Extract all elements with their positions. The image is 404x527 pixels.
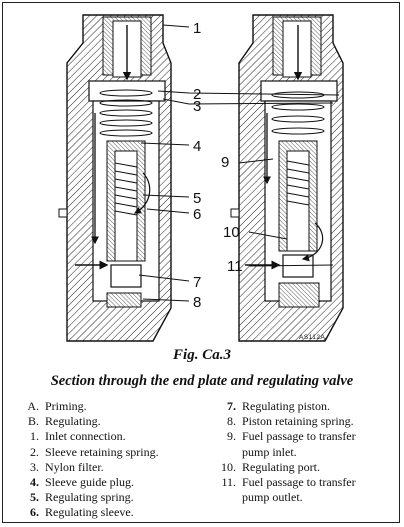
- callout-8: 8: [193, 294, 201, 311]
- callout-1: 1: [193, 20, 201, 37]
- legend-key: B.: [27, 414, 39, 429]
- legend-item-continuation: pump outlet.: [214, 490, 396, 505]
- legend-key: 1.: [30, 429, 39, 444]
- legend-text: Regulating spring.: [45, 490, 134, 505]
- legend-item: 3. Nylon filter.: [19, 460, 209, 475]
- legend-item: 5. Regulating spring.: [19, 490, 209, 505]
- legend-key: 6.: [30, 505, 39, 520]
- legend-text: Regulating piston.: [242, 399, 330, 413]
- legend-key: 4.: [30, 475, 39, 490]
- legend-item: 2. Sleeve retaining spring.: [19, 445, 209, 460]
- cross-section-diagram: 1 2 3 4 9 5 6 10 11 7 8 AS112A: [58, 14, 344, 342]
- legend-item: 1. Inlet connection.: [19, 429, 209, 444]
- callout-4: 4: [193, 138, 201, 155]
- legend-item: 4. Sleeve guide plug.: [19, 475, 209, 490]
- legend-item: A. Priming.: [19, 399, 209, 414]
- legend-text: Fuel passage to transfer: [242, 429, 356, 444]
- legend-key: 7.: [227, 399, 236, 413]
- drawing-code: AS112A: [299, 334, 326, 341]
- legend-item: 11. Fuel passage to transfer: [214, 475, 396, 490]
- legend-item: 10. Regulating port.: [214, 460, 396, 475]
- callout-9: 9: [221, 154, 229, 171]
- legend-left: A. Priming. B. Regulating. 1. Inlet connect…: [19, 399, 209, 521]
- callout-5: 5: [193, 190, 201, 207]
- legend-item: B. Regulating.: [19, 414, 209, 429]
- figure-frame: 1 2 3 4 9 5 6 10 11 7 8 AS112A Fig. Ca.3…: [2, 2, 400, 523]
- section-priming: [58, 14, 172, 342]
- legend-key: 8.: [227, 414, 236, 429]
- legend-text: Sleeve guide plug.: [45, 475, 134, 490]
- figure-number: Fig. Ca.3: [173, 347, 231, 363]
- legend-text: Priming.: [45, 399, 87, 413]
- legend-item: 6. Regulating sleeve.: [19, 505, 209, 520]
- legend-text: pump outlet.: [242, 490, 303, 505]
- callout-leaders: [138, 24, 340, 302]
- legend-key: 5.: [30, 490, 39, 505]
- legend-item-continuation: pump inlet.: [214, 445, 396, 460]
- legend-key: 10.: [221, 459, 236, 474]
- figure-caption: Section through the end plate and regula…: [50, 373, 354, 389]
- legend-text: Regulating port.: [242, 459, 320, 474]
- legend-item: 9. Fuel passage to transfer: [214, 429, 396, 444]
- legend-key: 9.: [227, 429, 236, 444]
- legend-item: 7. Regulating piston.: [214, 399, 396, 414]
- legend-text: Regulating.: [45, 414, 101, 429]
- legend-right: 7. Regulating piston. 8. Piston retaining …: [214, 399, 396, 505]
- legend-text: Fuel passage to transfer: [242, 475, 356, 490]
- callout-10: 10: [223, 224, 240, 241]
- legend-text: Sleeve retaining spring.: [45, 444, 159, 459]
- callout-6: 6: [193, 206, 201, 223]
- legend-text: pump inlet.: [242, 444, 297, 459]
- callout-3: 3: [193, 98, 201, 115]
- legend-text: Inlet connection.: [45, 429, 126, 444]
- legend-key: A.: [27, 399, 39, 413]
- callout-2: 2: [193, 86, 201, 103]
- section-regulating: [230, 14, 344, 342]
- legend-text: Piston retaining spring.: [242, 414, 354, 429]
- legend-key: 11.: [221, 475, 236, 490]
- callout-11: 11: [227, 258, 243, 275]
- callout-7: 7: [193, 274, 201, 291]
- legend-text: Regulating sleeve.: [45, 505, 134, 520]
- legend-key: 2.: [30, 444, 39, 459]
- legend-item: 8. Piston retaining spring.: [214, 414, 396, 429]
- legend-text: Nylon filter.: [45, 459, 104, 474]
- legend-key: 3.: [30, 459, 39, 474]
